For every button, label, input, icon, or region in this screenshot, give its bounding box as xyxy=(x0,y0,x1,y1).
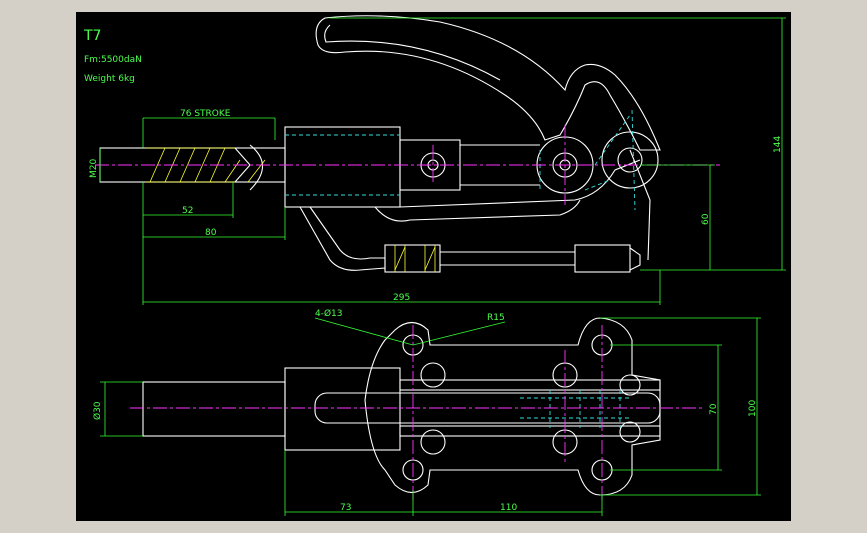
dim-80: 80 xyxy=(205,228,217,238)
top-rod xyxy=(142,381,286,437)
dim-73: 73 xyxy=(340,503,351,513)
base-bracket xyxy=(299,159,641,271)
drawing-title: T7 xyxy=(83,28,101,44)
force-label: Fm:5500daN xyxy=(84,55,142,65)
dim-144: 144 xyxy=(773,136,783,153)
dim-110: 110 xyxy=(500,503,517,513)
weight-label: Weight 6kg xyxy=(84,74,135,84)
stroke-dim: 76 STROKE xyxy=(180,109,231,119)
dim-295: 295 xyxy=(393,293,410,303)
thread-dim: M20 xyxy=(89,159,99,178)
top-dimensions xyxy=(100,317,761,516)
side-view xyxy=(95,15,720,273)
pivot-boss-2 xyxy=(601,131,659,189)
base-plate xyxy=(364,317,661,496)
radius-dim: R15 xyxy=(487,313,505,323)
handle-outline xyxy=(315,15,661,151)
adjust-nut xyxy=(384,244,441,273)
top-hidden-lines xyxy=(520,390,632,428)
top-housing xyxy=(284,367,401,451)
dim-52: 52 xyxy=(182,206,193,216)
dim-60: 60 xyxy=(701,213,711,225)
side-dimensions xyxy=(99,17,786,305)
dia-30-dim: Ø30 xyxy=(92,401,103,420)
holes-dim: 4-Ø13 xyxy=(315,308,343,319)
rod-end-arc xyxy=(249,144,264,191)
rod-end xyxy=(574,244,631,273)
dim-70: 70 xyxy=(709,403,719,415)
dim-100: 100 xyxy=(748,400,758,417)
handle-inner xyxy=(324,24,501,81)
hidden-lines xyxy=(285,109,636,211)
